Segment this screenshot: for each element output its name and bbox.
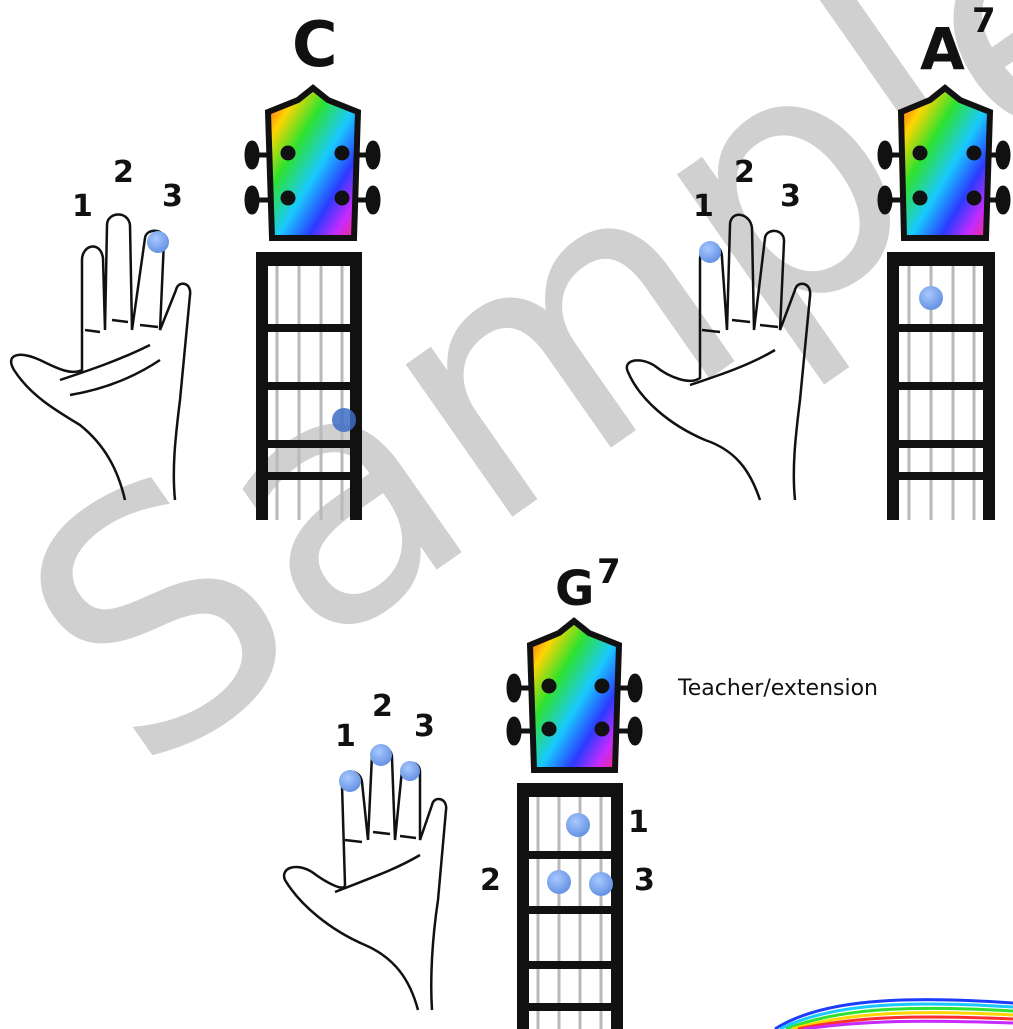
chord-c-hand: [9, 213, 192, 501]
chord-c-tuner-pegs: [244, 140, 381, 215]
chord-c-title: C: [292, 14, 338, 76]
chord-g7-fret-label-3: 3: [634, 863, 655, 898]
chord-a7-superscript: 7: [972, 1, 996, 41]
chord-c-finger-label-2: 2: [113, 155, 134, 190]
chord-g7-hand: [282, 745, 448, 1011]
chord-c-finger-label-3: 3: [162, 179, 183, 214]
chord-a7-nut: [887, 252, 995, 266]
chord-g7-nut: [517, 783, 623, 797]
chord-a7-finger-dot-1: [699, 241, 721, 263]
chord-c-strings: [275, 266, 344, 520]
chord-c-nut: [256, 252, 362, 266]
chord-c-headstock: [264, 84, 362, 241]
chord-g7-name: G: [555, 561, 595, 617]
chord-a7-finger-label-2: 2: [734, 155, 755, 190]
chord-a7-strings: [907, 266, 976, 520]
chord-a7-frets: [887, 324, 995, 480]
chord-g7-fret-label-2: 2: [480, 863, 501, 898]
chord-c-frets: [256, 324, 362, 480]
chord-g7-fret-dot-1: [566, 813, 590, 837]
chord-g7-fret-dot-2: [547, 870, 571, 894]
chord-c-name: C: [292, 8, 338, 81]
chord-g7-finger-label-2: 2: [372, 689, 393, 724]
chord-g7-ukulele: [506, 617, 643, 1029]
chord-g7-title: G 7: [555, 555, 621, 613]
chord-g7-fret-dot-3: [589, 872, 613, 896]
chord-a7-title: A 7: [920, 4, 996, 78]
chord-g7-finger-label-3: 3: [414, 709, 435, 744]
chord-a7-headstock: [897, 84, 994, 241]
chord-c-finger-dot-3: [147, 231, 169, 253]
chord-a7-name: A: [920, 15, 965, 83]
rainbow-swoosh-decoration: [774, 998, 1013, 1029]
chord-a7-ukulele: [877, 84, 1011, 520]
teacher-extension-caption: Teacher/extension: [678, 676, 878, 701]
chord-a7-fret-dot-1: [919, 286, 943, 310]
chord-a7-tuner-pegs: [877, 140, 1011, 215]
chord-g7-finger-dot-3: [400, 761, 420, 781]
chord-g7-finger-label-1: 1: [335, 719, 356, 754]
chord-c-ukulele: [244, 84, 381, 520]
chord-g7-finger-dot-1: [339, 770, 361, 792]
chord-c-fret-dot-3: [332, 408, 356, 432]
chord-g7-fret-label-1: 1: [628, 805, 649, 840]
chord-g7-finger-dot-2: [370, 744, 392, 766]
chord-c-finger-label-1: 1: [72, 189, 93, 224]
chord-a7-finger-label-3: 3: [780, 179, 801, 214]
chord-g7-headstock: [526, 617, 623, 773]
chord-a7-finger-label-1: 1: [693, 189, 714, 224]
chord-g7-tuner-pegs: [506, 673, 643, 746]
chord-g7-frets: [517, 851, 623, 1011]
chord-g7-superscript: 7: [597, 552, 621, 592]
